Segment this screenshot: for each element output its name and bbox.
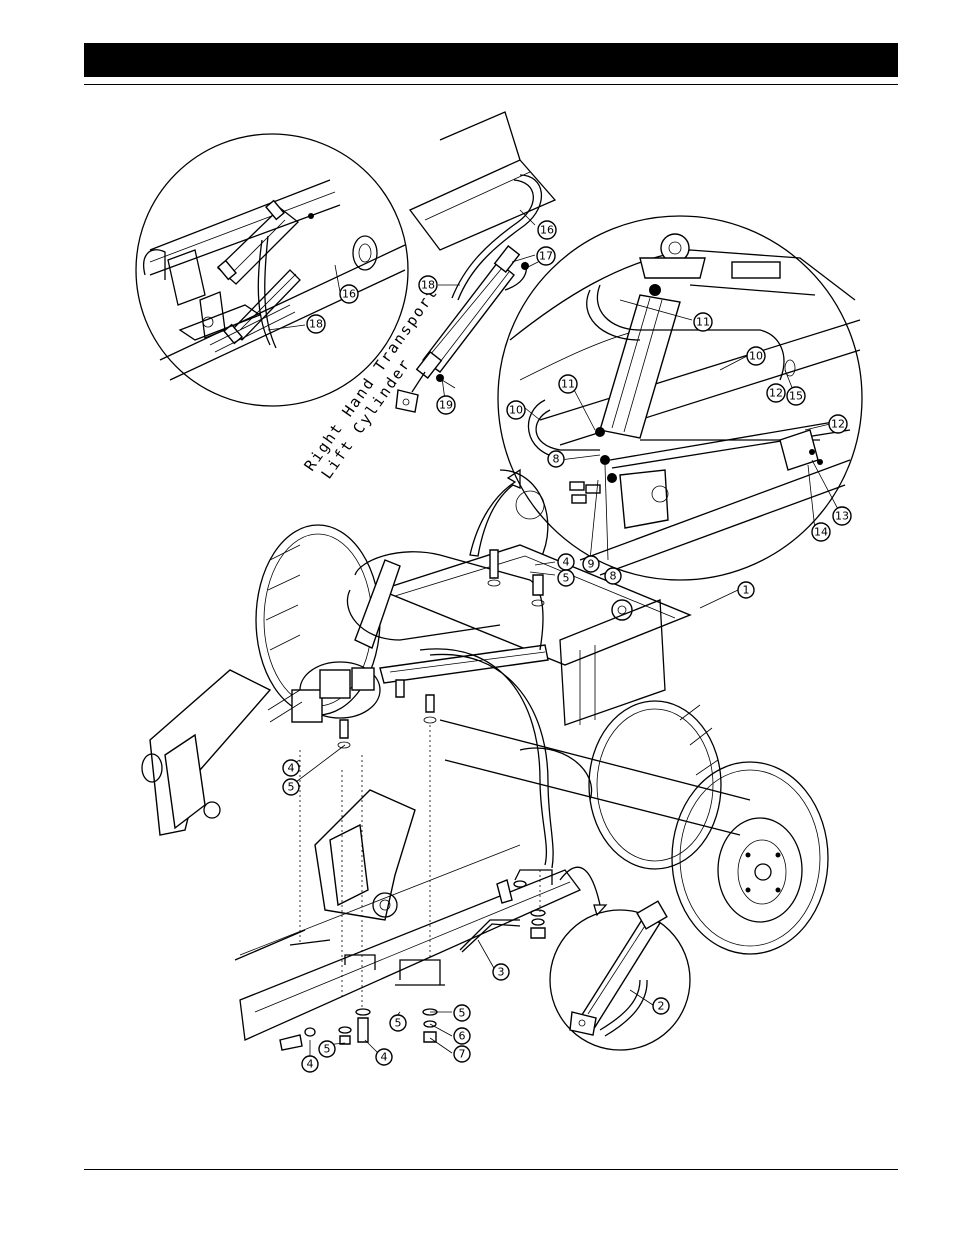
callout-5e-label: 5 xyxy=(459,1007,466,1020)
callout-10b-label: 10 xyxy=(509,404,523,417)
detail-circle-bottom-right xyxy=(550,901,690,1050)
callout-18b: 18 xyxy=(307,315,325,333)
footer-rule xyxy=(84,1169,898,1170)
right-hand-transport-lift-cylinder xyxy=(396,112,555,412)
callout-2-label: 2 xyxy=(658,1000,665,1013)
callout-18a-label: 18 xyxy=(421,279,435,292)
callout-4b: 4 xyxy=(283,760,299,776)
detail-circle-top-left xyxy=(136,134,408,406)
callout-19-label: 19 xyxy=(439,399,453,412)
callout-2: 2 xyxy=(653,998,669,1014)
callout-8a-label: 8 xyxy=(553,453,560,466)
callout-5c-label: 5 xyxy=(324,1043,331,1056)
cylinder-annotation: Right Hand Transport Lift Cylinder xyxy=(301,283,442,482)
callout-16b: 16 xyxy=(340,285,358,303)
callout-11a: 11 xyxy=(694,313,712,331)
callout-4b-label: 4 xyxy=(288,762,295,775)
callout-17-label: 17 xyxy=(539,250,553,263)
callout-5a: 5 xyxy=(558,570,574,586)
callout-1: 1 xyxy=(738,582,754,598)
callout-5e: 5 xyxy=(454,1005,470,1021)
callout-15: 15 xyxy=(787,387,805,405)
callout-18b-label: 18 xyxy=(309,318,323,331)
detail-circle-top-right xyxy=(498,216,862,580)
callout-13-label: 13 xyxy=(835,510,849,523)
callout-10a: 10 xyxy=(747,347,765,365)
callout-14-label: 14 xyxy=(814,526,828,539)
callout-12b: 12 xyxy=(829,415,847,433)
callout-4d: 4 xyxy=(376,1049,392,1065)
callout-4c: 4 xyxy=(302,1056,318,1072)
callout-8b-label: 8 xyxy=(610,570,617,583)
callout-9: 9 xyxy=(583,556,599,572)
callout-12a: 12 xyxy=(767,384,785,402)
callout-8a: 8 xyxy=(548,451,564,467)
callout-17: 17 xyxy=(537,247,555,265)
callout-11b: 11 xyxy=(559,375,577,393)
callout-3: 3 xyxy=(493,964,509,980)
callout-5d-label: 5 xyxy=(395,1017,402,1030)
callout-12a-label: 12 xyxy=(769,387,783,400)
callout-13: 13 xyxy=(833,507,851,525)
callout-11b-label: 11 xyxy=(561,378,575,391)
callout-4a-label: 4 xyxy=(563,556,570,569)
callout-15-label: 15 xyxy=(789,390,803,403)
callout-6-label: 6 xyxy=(459,1030,466,1043)
callout-5d: 5 xyxy=(390,1015,406,1031)
callout-4d-label: 4 xyxy=(381,1051,388,1064)
callout-9-label: 9 xyxy=(588,558,595,571)
callout-1-label: 1 xyxy=(743,584,750,597)
callout-12b-label: 12 xyxy=(831,418,845,431)
callout-16b-label: 16 xyxy=(342,288,356,301)
main-assembly xyxy=(142,470,828,1050)
callout-16a-label: 16 xyxy=(540,224,554,237)
callout-14: 14 xyxy=(812,523,830,541)
callout-19: 19 xyxy=(437,396,455,414)
callout-5b: 5 xyxy=(283,779,299,795)
callout-5b-label: 5 xyxy=(288,781,295,794)
callout-4a: 4 xyxy=(558,554,574,570)
callout-16a: 16 xyxy=(538,221,556,239)
callout-8b: 8 xyxy=(605,568,621,584)
callout-10a-label: 10 xyxy=(749,350,763,363)
callout-11a-label: 11 xyxy=(696,316,710,329)
callout-10b: 10 xyxy=(507,401,525,419)
callout-5c: 5 xyxy=(319,1041,335,1057)
callout-7-label: 7 xyxy=(459,1048,466,1061)
callout-18a: 18 xyxy=(419,276,437,294)
callout-3-label: 3 xyxy=(498,966,505,979)
callout-6: 6 xyxy=(454,1028,470,1044)
callout-7: 7 xyxy=(454,1046,470,1062)
callout-4c-label: 4 xyxy=(307,1058,314,1071)
callout-5a-label: 5 xyxy=(563,572,570,585)
